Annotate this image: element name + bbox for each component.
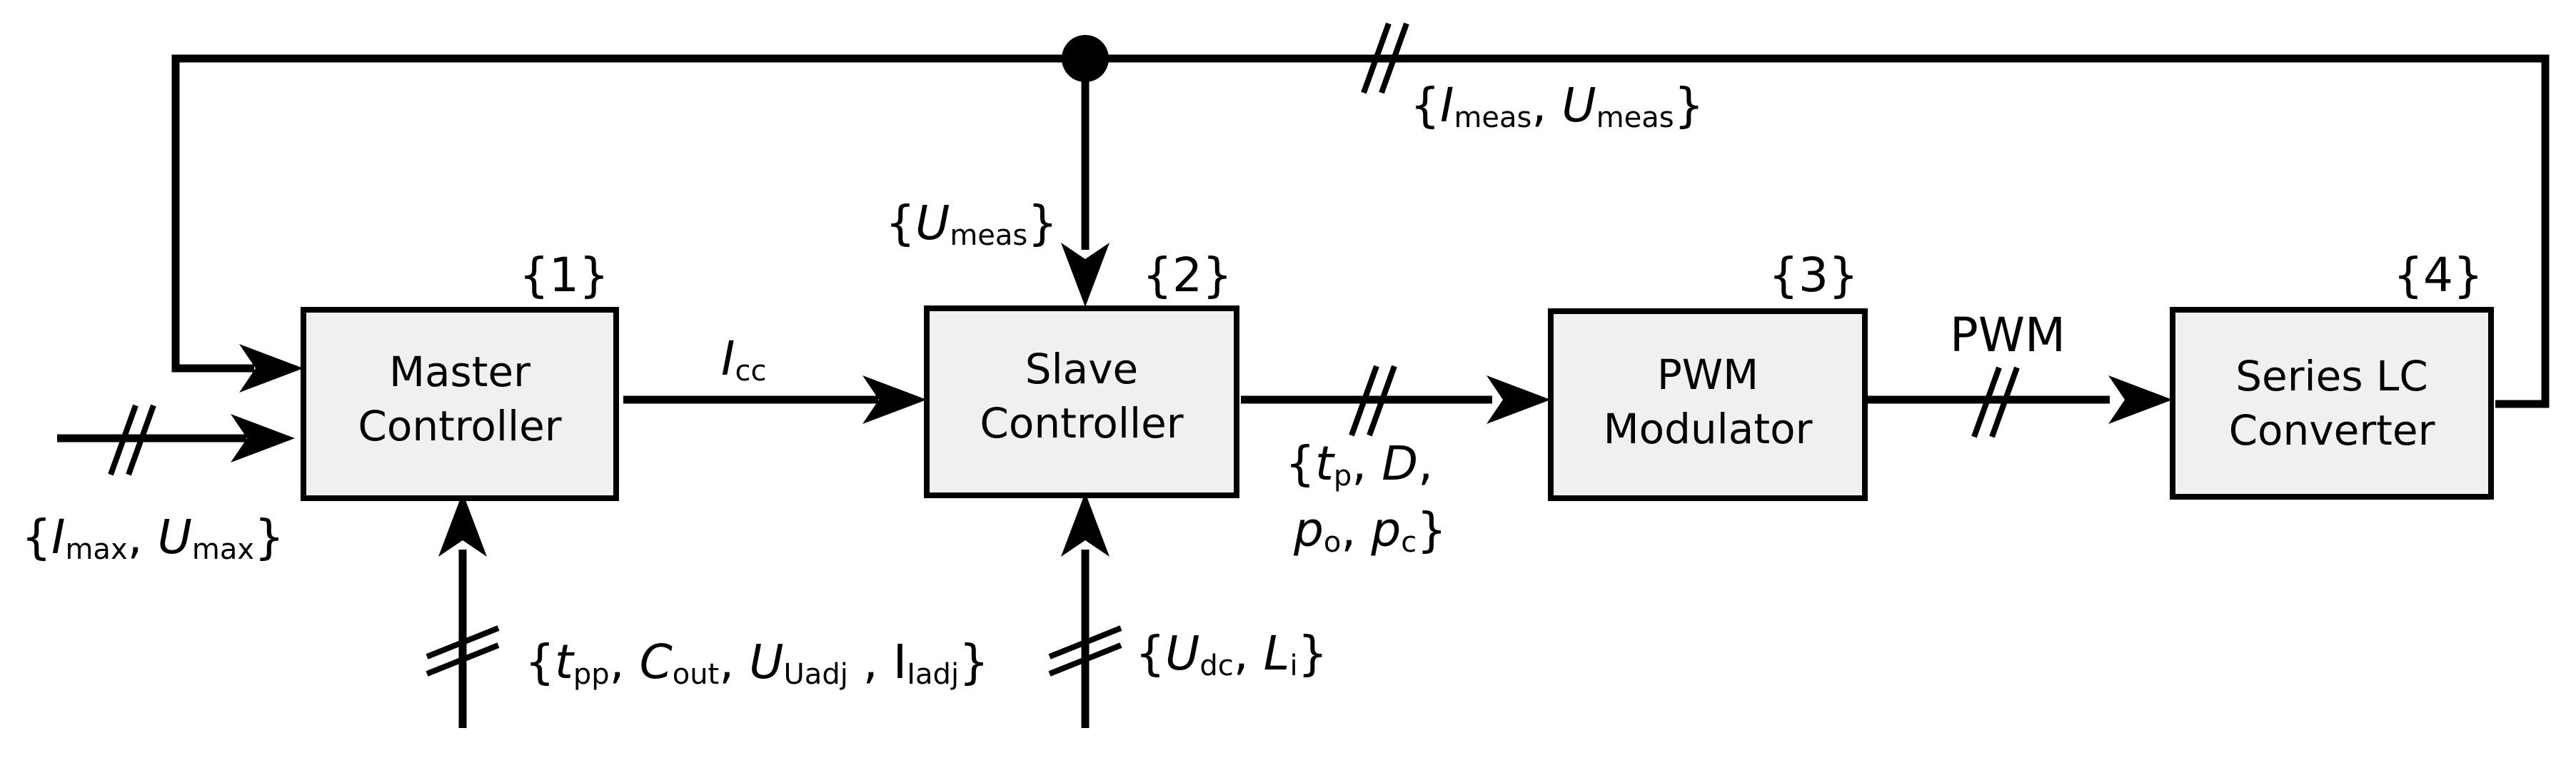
bus-tick-marks xyxy=(108,22,2020,677)
feedback-signal-label: {Imeas, Umeas} xyxy=(1410,78,1704,134)
bus-tick-pwm xyxy=(1971,366,2020,438)
slave-controller-label-line1: Slave xyxy=(1025,345,1138,393)
arrowhead-to-converter xyxy=(2108,375,2173,424)
pwm-signal-label: PWM xyxy=(1950,308,2066,363)
bus-tick-master-params xyxy=(426,625,500,677)
pwm-modulator-number: {3} xyxy=(1769,248,1858,303)
slave-output-label-line2: po, pc} xyxy=(1293,502,1447,559)
bus-tick-limits xyxy=(108,404,156,476)
series-lc-converter-block: Series LC Converter xyxy=(2170,307,2494,500)
feedback-loop-line xyxy=(171,54,2550,408)
slave-feedback-signal-label: {Umeas} xyxy=(885,196,1057,252)
slave-params-label: {Udc, Li} xyxy=(1135,626,1328,682)
series-lc-converter-number: {4} xyxy=(2393,248,2483,303)
series-lc-converter-label-line2: Converter xyxy=(2229,406,2435,455)
master-controller-label-line2: Controller xyxy=(358,402,561,450)
series-lc-converter-label-line1: Series LC xyxy=(2235,352,2428,400)
arrowhead-to-pwm xyxy=(1486,375,1551,424)
arrowheads xyxy=(231,243,2173,557)
limits-signal-label: {Imax, Umax} xyxy=(21,510,284,566)
master-controller-block: Master Controller xyxy=(301,307,619,501)
slave-output-label-line1: {tp, D, xyxy=(1285,436,1433,492)
pwm-modulator-block: PWM Modulator xyxy=(1548,308,1868,501)
arrowhead-feedback-to-slave xyxy=(1061,243,1110,307)
bus-tick-feedback xyxy=(1361,22,1409,94)
feedback-junction-dot xyxy=(1062,35,1109,82)
slave-controller-number: {2} xyxy=(1142,248,1232,303)
arrowhead-params-to-master xyxy=(438,492,487,557)
master-controller-label-line1: Master xyxy=(389,348,530,396)
pwm-modulator-label-line1: PWM xyxy=(1657,350,1759,399)
arrowhead-to-slave xyxy=(862,375,927,424)
bus-tick-slave-output xyxy=(1349,365,1397,437)
bus-tick-slave-params xyxy=(1048,625,1122,677)
slave-controller-block: Slave Controller xyxy=(924,305,1239,498)
current-command-label: Icc xyxy=(721,331,766,388)
master-params-label: {tpp, Cout, UUadj , IIadj} xyxy=(525,635,989,691)
slave-controller-label-line2: Controller xyxy=(980,399,1183,448)
arrowhead-params-to-slave xyxy=(1061,492,1110,557)
arrowhead-feedback-to-master xyxy=(239,344,303,393)
pwm-modulator-label-line2: Modulator xyxy=(1604,405,1813,453)
arrowhead-limits-to-master xyxy=(231,414,295,463)
master-controller-number: {1} xyxy=(519,248,609,303)
